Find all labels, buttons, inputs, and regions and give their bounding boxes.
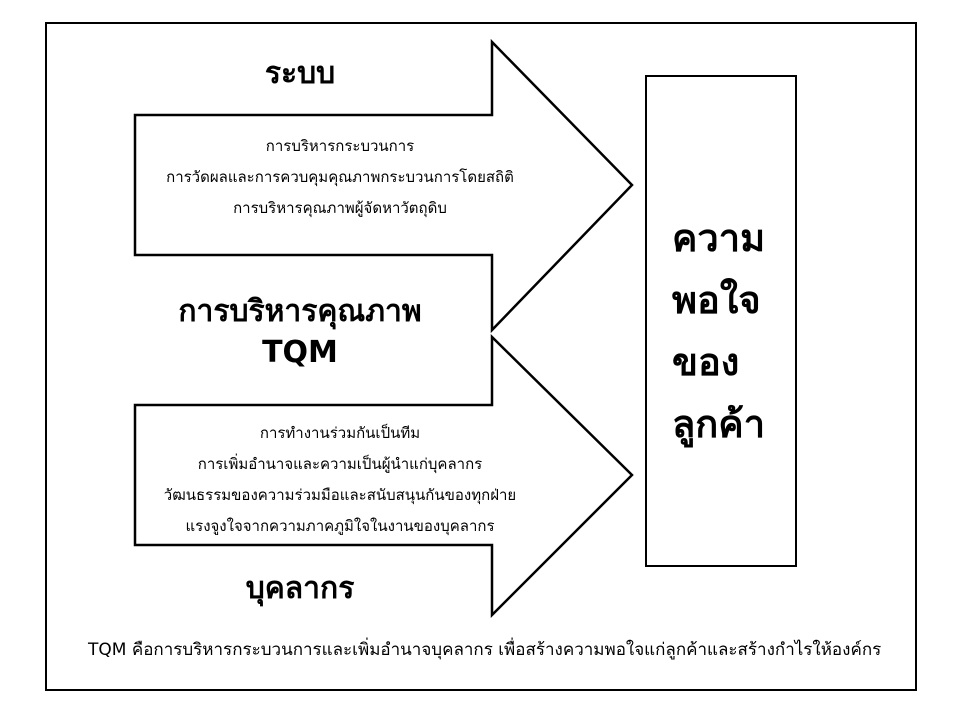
people-item: การทำงานร่วมกันเป็นทีม: [259, 424, 421, 442]
people-item: แรงจูงใจจากความภาคภูมิใจในงานของบุคลากร: [185, 517, 495, 535]
customer-satisfaction-box: ความ พอใจ ของ ลูกค้า: [645, 75, 797, 567]
system-arrow: [133, 38, 634, 334]
system-items: การบริหารกระบวนการ การวัดผลและการควบคุมค…: [135, 131, 545, 224]
people-item: วัฒนธรรมของความร่วมมือและสนับสนุนกันของท…: [163, 486, 517, 504]
footer-definition: TQM คือการบริหารกระบวนการและเพิ่มอำนาจบุ…: [88, 640, 882, 660]
people-arrow: [133, 334, 634, 619]
result-line: ความ: [672, 216, 766, 260]
system-item: การวัดผลและการควบคุมคุณภาพกระบวนการโดยสถ…: [166, 168, 514, 186]
tqm-label: TQM: [262, 335, 338, 370]
system-label: ระบบ: [264, 56, 336, 91]
result-line: ของ: [672, 340, 740, 384]
result-line: พอใจ: [672, 278, 761, 322]
customer-satisfaction-text: ความ พอใจ ของ ลูกค้า: [672, 207, 765, 455]
people-item: การเพิ่มอำนาจและความเป็นผู้นำแก่บุคลากร: [197, 455, 483, 473]
diagram-frame: [45, 22, 917, 691]
people-label: บุคลากร: [245, 571, 355, 606]
system-item: การบริหารกระบวนการ: [265, 137, 415, 155]
result-line: ลูกค้า: [672, 402, 766, 446]
people-items: การทำงานร่วมกันเป็นทีม การเพิ่มอำนาจและค…: [135, 418, 545, 542]
system-item: การบริหารคุณภาพผู้จัดหาวัตถุดิบ: [233, 199, 447, 217]
quality-management-label: การบริหารคุณภาพ: [178, 294, 422, 329]
